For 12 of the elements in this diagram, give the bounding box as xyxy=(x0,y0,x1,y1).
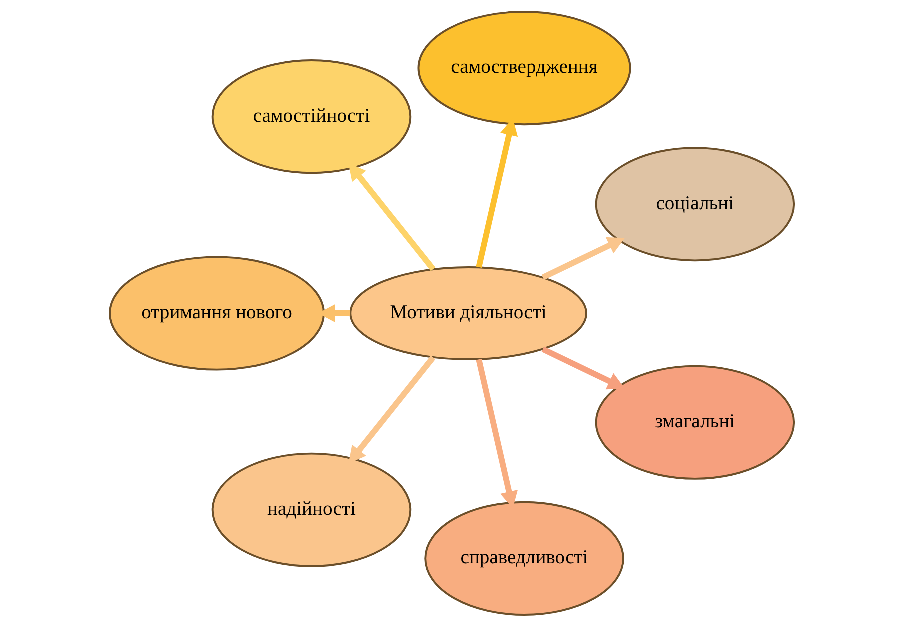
node-ellipse: надійності xyxy=(212,452,412,568)
node-ellipse: самостійності xyxy=(212,60,412,174)
node-ellipse: Мотиви діяльності xyxy=(350,266,588,360)
node-ellipse: змагальні xyxy=(595,365,796,480)
node-ellipse: соціальні xyxy=(595,147,796,262)
arrow xyxy=(542,346,626,390)
arrow xyxy=(542,237,626,280)
arrow xyxy=(348,163,436,272)
node-ellipse: отримання нового xyxy=(109,256,325,371)
node-ellipse: самоствердження xyxy=(418,11,632,126)
node-ellipse: справедливості xyxy=(424,501,624,616)
arrow xyxy=(348,356,436,464)
